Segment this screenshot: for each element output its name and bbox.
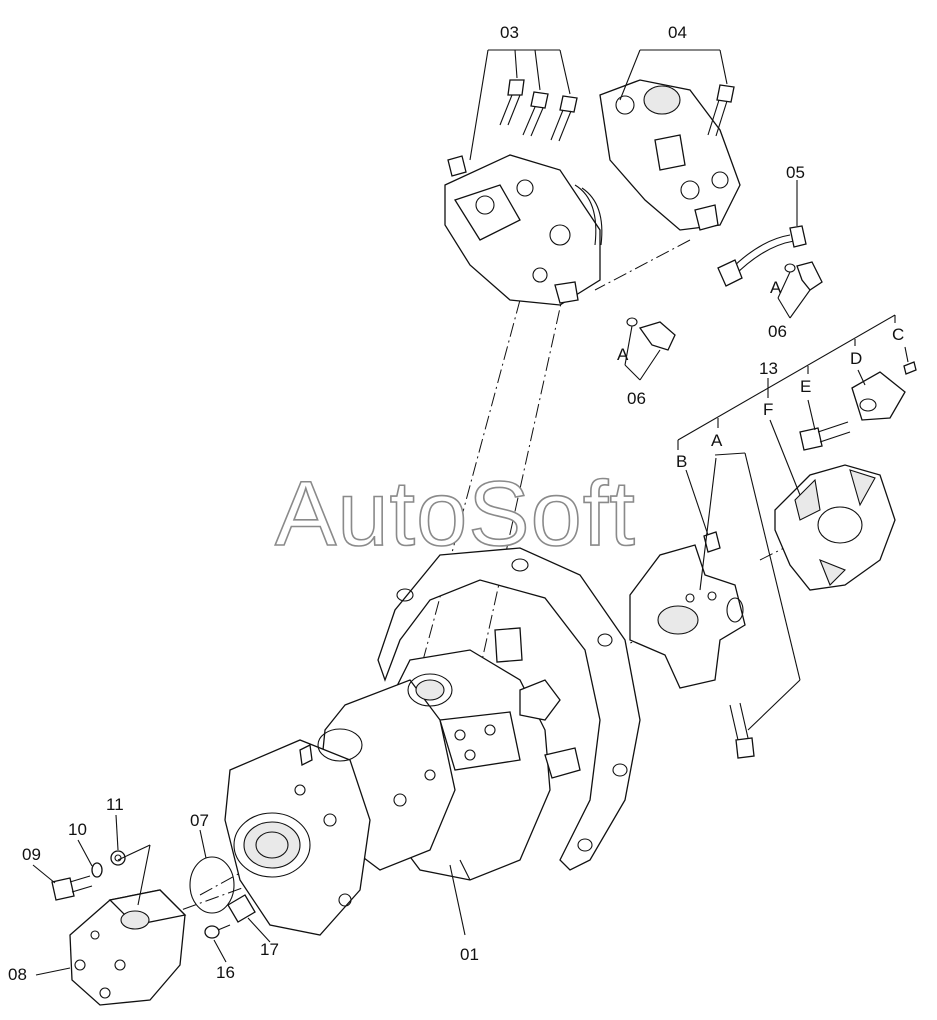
callout-06-left: 06 (627, 389, 646, 408)
regulator-03 (444, 154, 603, 306)
pin-c (903, 361, 917, 375)
bolt-set-03 (499, 79, 578, 142)
bolt-a-coupling (729, 702, 755, 759)
leader-lines (32, 49, 909, 976)
bolt-e (799, 421, 851, 451)
callout-16: 16 (216, 963, 235, 982)
callout-17: 17 (260, 940, 279, 959)
letter-a-upper: A (617, 345, 629, 364)
bolt-04 (707, 84, 735, 137)
callout-11: 11 (106, 795, 124, 814)
callout-01: 01 (460, 945, 479, 964)
callout-04: 04 (668, 23, 687, 42)
elastic-element-f (774, 464, 896, 591)
letter-c: C (892, 325, 904, 344)
regulator-04 (599, 79, 741, 231)
callout-06-right: 06 (768, 322, 787, 341)
hose-05 (717, 225, 807, 287)
plug-16 (204, 924, 231, 939)
elbow-fitting-06-right (784, 261, 823, 291)
letter-a-coupling: A (711, 431, 723, 450)
o-ring-07 (189, 856, 235, 914)
letter-f: F (763, 400, 773, 419)
letter-a-right: A (770, 278, 782, 297)
elbow-fitting-06-left (626, 317, 676, 351)
callout-09: 09 (22, 845, 41, 864)
callout-05: 05 (786, 163, 805, 182)
callout-08: 08 (8, 965, 27, 984)
callout-13: 13 (759, 359, 778, 378)
block-d (851, 371, 906, 421)
setscrew-b (703, 531, 721, 553)
callout-07: 07 (190, 811, 209, 830)
o-ring-11 (110, 850, 126, 866)
washer-10 (91, 862, 103, 878)
letter-d: D (850, 349, 862, 368)
letter-e: E (800, 377, 811, 396)
bolt-09 (51, 875, 93, 901)
plate-17 (227, 894, 256, 923)
callout-03: 03 (500, 23, 519, 42)
main-pump-assembly (224, 547, 641, 936)
letter-b: B (676, 452, 687, 471)
callout-labels: 03 04 05 A 06 A 06 13 C D E F A B 11 10 … (8, 23, 904, 984)
callout-10: 10 (68, 820, 87, 839)
coupling-hub-a (629, 544, 746, 689)
watermark-text: AutoSoft (275, 463, 636, 565)
gear-pump-08 (69, 889, 187, 1006)
